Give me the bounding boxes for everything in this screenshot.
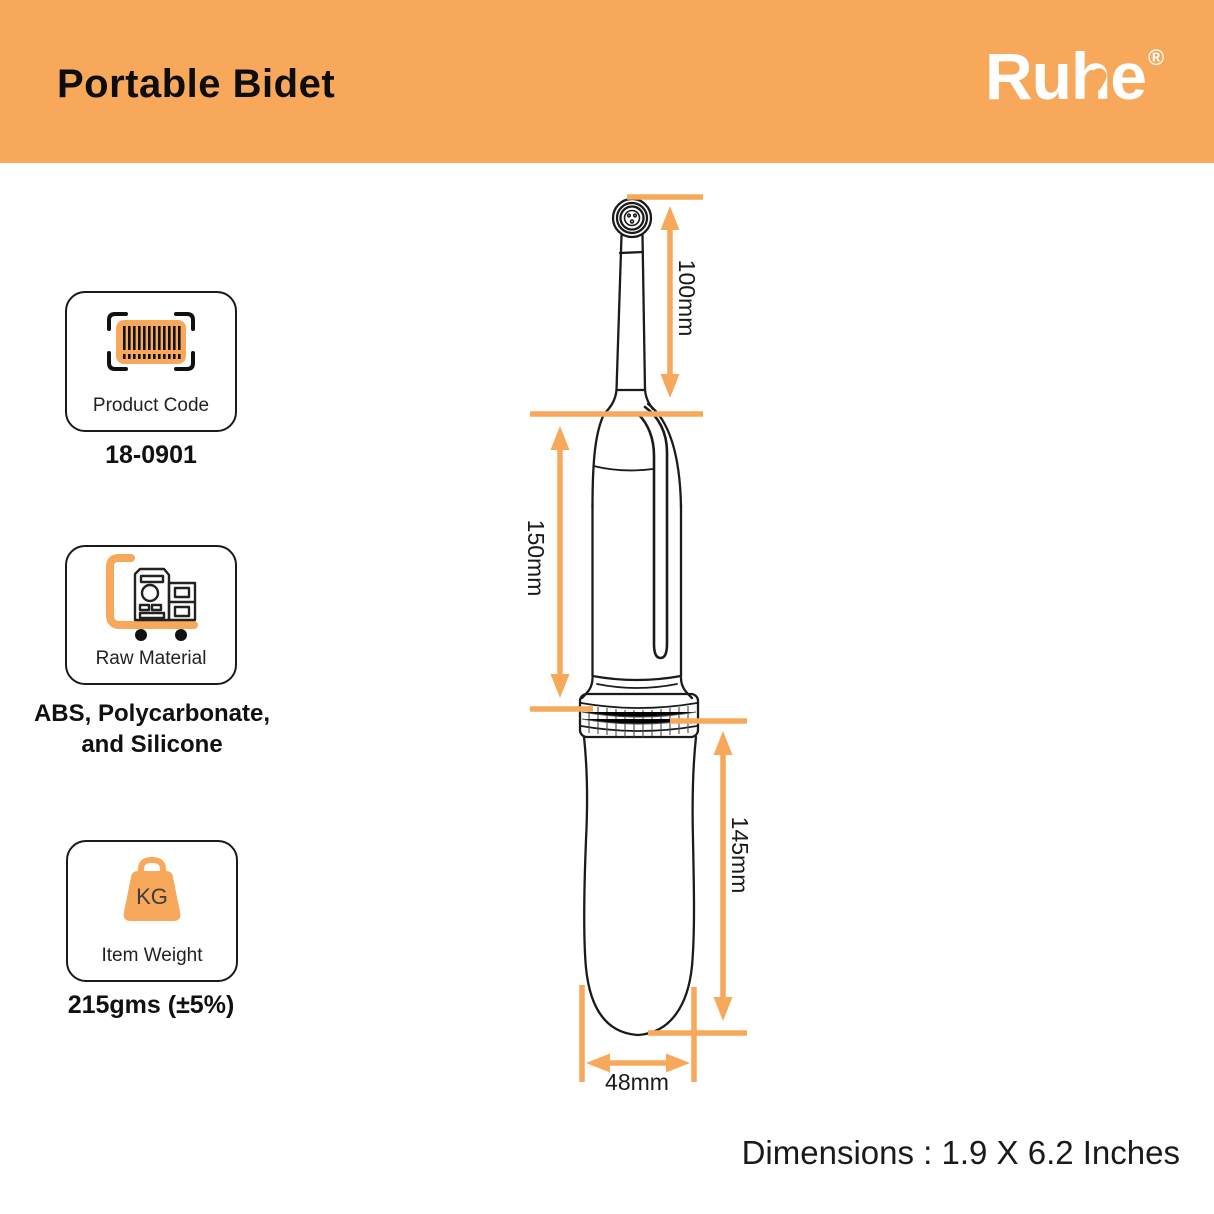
kg-badge: KG (136, 884, 168, 909)
bidet-outline (578, 197, 700, 1037)
page-title: Portable Bidet (57, 62, 336, 106)
card-label: Raw Material (95, 648, 207, 669)
dimension-labels: 100mm 150mm 145mm 48mm (523, 260, 753, 1095)
trolley-icon (95, 545, 207, 648)
weight-kg-icon: KG (106, 853, 198, 934)
dim-label-upper-body-height: 150mm (523, 520, 549, 597)
item-weight-value: 215gms (±5%) (67, 991, 235, 1019)
card-label: Product Code (92, 395, 210, 416)
brand-text: Ruhe (985, 39, 1147, 113)
dimension-arrowheads (550, 206, 733, 1073)
barcode-icon (101, 307, 201, 382)
dimension-lines (530, 194, 747, 1082)
dim-label-bottle-height: 145mm (727, 817, 753, 894)
raw-material-value: ABS, Polycarbonate, and Silicone (33, 700, 271, 758)
raw-material-card: Raw Material (65, 545, 237, 685)
product-code-card: Product Code (65, 291, 237, 432)
card-label: Item Weight (101, 945, 203, 966)
overall-dimensions-text: Dimensions : 1.9 X 6.2 Inches (741, 1134, 1180, 1171)
water-drop-icon (1091, 68, 1107, 96)
bidet-diagram: 100mm 150mm 145mm 48mm (523, 194, 753, 1095)
ruhe-logo: Ruhe® (985, 38, 1185, 128)
dim-label-bottle-width: 48mm (605, 1069, 669, 1095)
dim-label-nozzle-height: 100mm (674, 260, 700, 337)
header: Portable Bidet Ruhe® (0, 0, 1214, 163)
item-weight-card: KG Item Weight (66, 840, 238, 982)
product-code-value: 18-0901 (105, 441, 197, 469)
cap-knurl-pattern (581, 706, 697, 737)
registered-mark: ® (1148, 44, 1165, 70)
